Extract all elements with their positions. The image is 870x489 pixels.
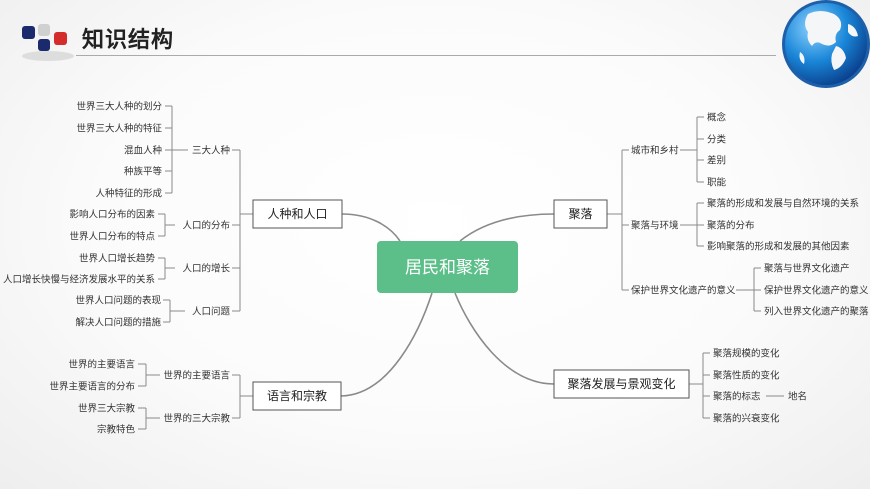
leaf-item: 聚落性质的变化 — [713, 370, 780, 382]
leaf-item: 种族平等 — [124, 166, 163, 178]
group-label: 人口的增长 — [182, 263, 230, 275]
group-label: 人口问题 — [192, 306, 231, 318]
root-connector-population — [341, 213, 401, 242]
leaf-item: 世界三大人种的划分 — [76, 101, 162, 113]
leaf-item: 列入世界文化遗产的聚落 — [764, 306, 869, 318]
leaf-item: 聚落的分布 — [707, 220, 755, 232]
logo-icon — [18, 14, 78, 64]
node-population — [252, 199, 343, 229]
leaf-item: 世界三大人种的特征 — [76, 123, 162, 135]
group-label: 聚落与环境 — [631, 220, 679, 232]
leaf-item: 世界人口增长趋势 — [79, 253, 156, 265]
root-node-label: 居民和聚落 — [405, 258, 490, 278]
leaf-item: 解决人口问题的措施 — [75, 317, 161, 329]
root-connector-settlement — [459, 213, 555, 242]
leaf-item: 世界的主要语言 — [68, 359, 135, 371]
globe-icon — [778, 0, 870, 92]
leaf-item: 概念 — [707, 112, 727, 124]
group-label: 世界的主要语言 — [163, 370, 230, 382]
leaf-item: 影响聚落的形成和发展的其他因素 — [707, 241, 850, 253]
leaf-item: 混血人种 — [124, 145, 162, 157]
root-connector-settlement-change — [454, 292, 555, 385]
leaf-item: 世界三大宗教 — [78, 403, 136, 415]
node-settlement-change — [553, 369, 690, 399]
leaf-item: 差别 — [707, 155, 726, 167]
header-divider — [76, 55, 776, 56]
node-language-religion — [252, 381, 342, 411]
leaf-item: 聚落的形成和发展与自然环境的关系 — [707, 198, 859, 210]
root-connector-language — [340, 292, 433, 397]
group-label: 城市和乡村 — [631, 145, 679, 157]
page-title: 知识结构 — [82, 28, 175, 53]
leaf-item: 世界人口问题的表现 — [75, 295, 161, 307]
leaf-item: 聚落的标志 — [713, 391, 761, 403]
group-label: 人口的分布 — [182, 220, 230, 232]
node-settlement-label: 聚落 — [568, 207, 592, 221]
group-label: 世界的三大宗教 — [163, 413, 230, 425]
leaf-item-extra: 地名 — [788, 391, 807, 403]
leaf-item: 影响人口分布的因素 — [69, 209, 155, 221]
leaf-item: 世界人口分布的特点 — [69, 231, 155, 243]
leaf-item: 宗教特色 — [97, 424, 136, 436]
leaf-item: 人口增长快慢与经济发展水平的关系 — [3, 274, 155, 286]
root-node — [377, 241, 518, 293]
leaf-item: 聚落规模的变化 — [713, 348, 780, 360]
node-settlement — [553, 199, 608, 229]
leaf-item: 聚落与世界文化遗产 — [764, 263, 850, 275]
node-population-label: 人种和人口 — [267, 207, 327, 221]
node-settlement-change-label: 聚落发展与景观变化 — [567, 376, 675, 391]
leaf-item: 职能 — [707, 177, 727, 189]
leaf-item: 聚落的兴衰变化 — [713, 413, 780, 425]
leaf-item: 世界主要语言的分布 — [49, 381, 135, 393]
node-language-religion-label: 语言和宗教 — [267, 388, 327, 403]
group-label: 保护世界文化遗产的意义 — [631, 285, 736, 297]
leaf-item: 分类 — [707, 134, 727, 146]
leaf-item: 人种特征的形成 — [95, 188, 162, 200]
group-label: 三大人种 — [192, 145, 230, 157]
leaf-item: 保护世界文化遗产的意义 — [764, 285, 869, 297]
